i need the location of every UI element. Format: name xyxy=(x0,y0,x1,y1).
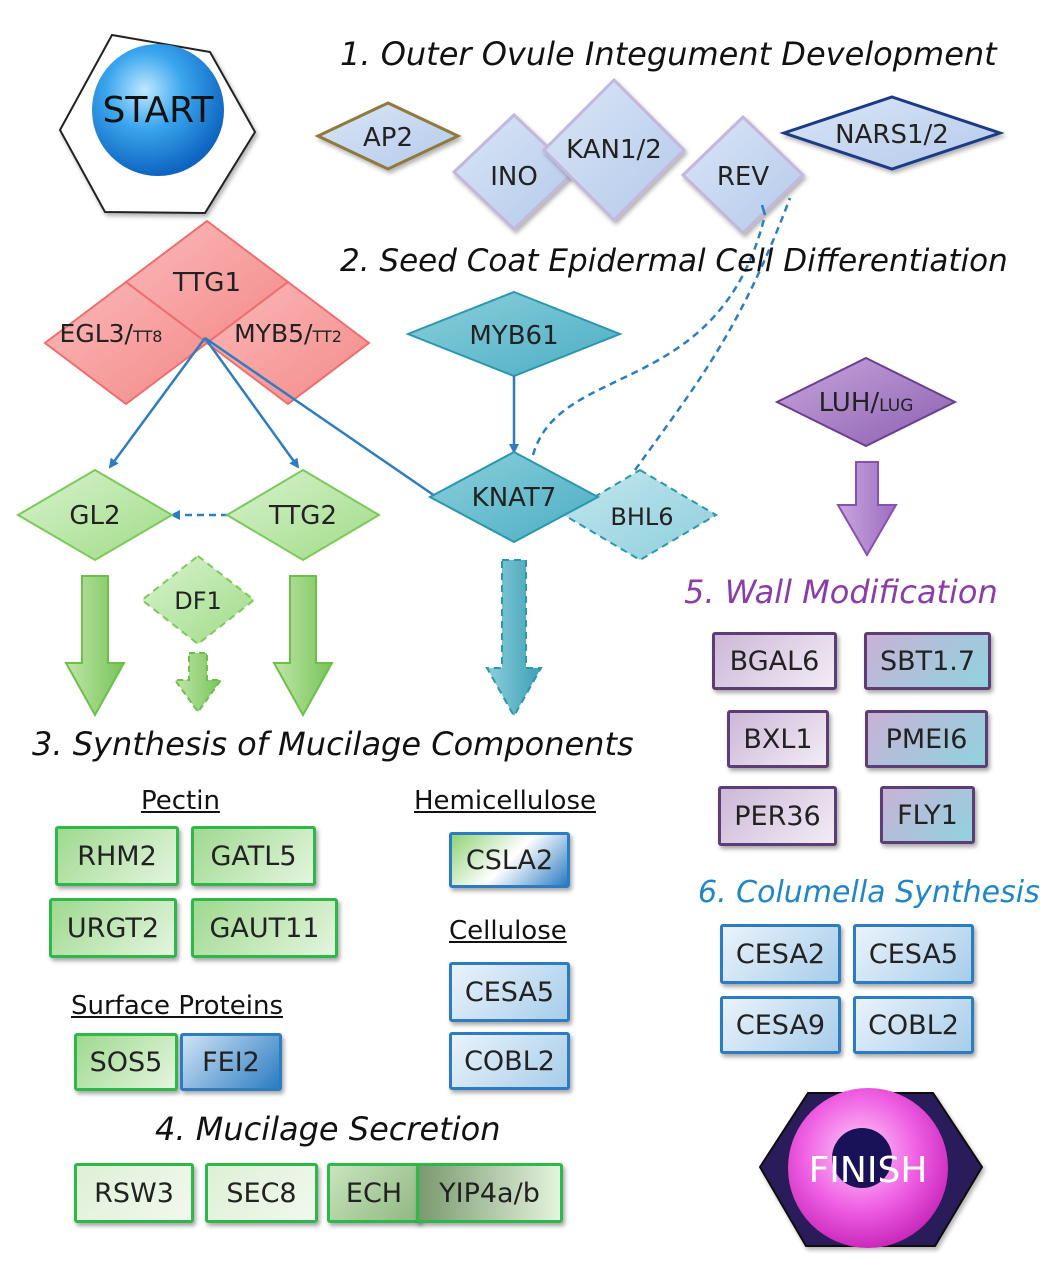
diamond-gl2: GL2 xyxy=(16,468,174,562)
svg-text:NARS1/2: NARS1/2 xyxy=(835,120,949,150)
gene-box-cesa9: CESA9 xyxy=(720,996,841,1054)
heading-seed-coat: 2. Seed Coat Epidermal Cell Differentiat… xyxy=(340,243,1008,279)
tt2-label: TT2 xyxy=(311,327,341,346)
gene-box-sbt17: SBT1.7 xyxy=(864,632,991,690)
diamond-luh: LUH/LUG xyxy=(774,356,958,448)
luh-label: LUH/ xyxy=(819,388,880,418)
diamond-knat7: KNAT7 xyxy=(427,450,601,544)
ttg1-label: TTG1 xyxy=(172,268,241,298)
svg-text:MYB5/TT2: MYB5/TT2 xyxy=(234,319,342,348)
subheading-surface-proteins: Surface Proteins xyxy=(71,991,283,1021)
diamond-ino: INO xyxy=(451,112,577,232)
diamond-ap2: AP2 xyxy=(314,101,462,171)
gene-box-ech: ECH xyxy=(327,1163,421,1223)
subheading-pectin: Pectin xyxy=(141,786,220,816)
subheading-hemicellulose: Hemicellulose xyxy=(414,786,596,816)
svg-text:LUH/LUG: LUH/LUG xyxy=(819,388,914,418)
gene-box-rhm2: RHM2 xyxy=(55,826,179,886)
gene-box-sec8: SEC8 xyxy=(205,1163,318,1223)
gene-box-bgal6: BGAL6 xyxy=(712,632,837,690)
heading-outer-ovule: 1. Outer Ovule Integument Development xyxy=(340,35,997,73)
svg-text:KNAT7: KNAT7 xyxy=(472,483,557,513)
arrow-ttg2-down xyxy=(272,575,334,718)
finish-label: FINISH xyxy=(809,1150,928,1191)
gene-box-gatl5: GATL5 xyxy=(191,826,316,886)
gene-box-rsw3: RSW3 xyxy=(74,1163,194,1223)
myb5-label: MYB5/ xyxy=(234,319,313,348)
complex-ttg1-egl3-myb5: TTG1 EGL3/TT8 MYB5/TT2 xyxy=(43,219,371,406)
tt8-label: TT8 xyxy=(132,327,162,346)
diamond-kan: KAN1/2 xyxy=(541,77,687,223)
svg-text:DF1: DF1 xyxy=(174,587,222,615)
diamond-ttg2: TTG2 xyxy=(225,468,381,562)
egl3-label: EGL3/ xyxy=(60,319,134,348)
svg-text:TTG2: TTG2 xyxy=(268,501,337,531)
diamond-myb61: MYB61 xyxy=(405,290,623,378)
lug-label: LUG xyxy=(879,396,913,416)
svg-text:AP2: AP2 xyxy=(363,123,413,153)
gene-box-yip4: YIP4a/b xyxy=(416,1163,563,1223)
heading-synthesis: 3. Synthesis of Mucilage Components xyxy=(32,725,634,763)
svg-text:GL2: GL2 xyxy=(69,501,120,531)
gene-box-urgt2: URGT2 xyxy=(49,898,177,958)
finish-node: FINISH xyxy=(758,1088,984,1248)
gene-box-per36: PER36 xyxy=(718,786,837,846)
gene-box-cobl2-cellulose: COBL2 xyxy=(449,1032,570,1090)
heading-columella: 6. Columella Synthesis xyxy=(698,875,1040,910)
arrow-gl2-down xyxy=(64,575,126,718)
gene-box-gaut11: GAUT11 xyxy=(191,898,338,958)
svg-text:KAN1/2: KAN1/2 xyxy=(566,135,662,165)
regulation-edges xyxy=(108,197,792,520)
svg-text:REV: REV xyxy=(717,162,769,192)
gene-box-cobl2-columella: COBL2 xyxy=(853,996,974,1054)
svg-text:MYB61: MYB61 xyxy=(469,321,558,351)
gene-box-cesa5-cellulose: CESA5 xyxy=(449,962,570,1022)
gene-box-csla2: CSLA2 xyxy=(449,832,570,888)
gene-box-bxl1: BXL1 xyxy=(727,710,829,768)
svg-text:BHL6: BHL6 xyxy=(610,503,673,531)
arrow-luh-down xyxy=(836,461,898,557)
svg-text:INO: INO xyxy=(490,162,538,192)
gene-box-pmei6: PMEI6 xyxy=(865,710,988,768)
svg-text:EGL3/TT8: EGL3/TT8 xyxy=(60,319,163,348)
gene-box-cesa5-columella: CESA5 xyxy=(853,924,974,984)
diamond-rev: REV xyxy=(680,114,806,236)
arrow-df1-down xyxy=(173,652,223,714)
diamond-nars: NARS1/2 xyxy=(779,95,1005,171)
gene-box-sos5: SOS5 xyxy=(74,1033,178,1091)
subheading-cellulose: Cellulose xyxy=(449,916,567,946)
heading-wall-modification: 5. Wall Modification xyxy=(684,573,998,611)
gene-box-fly1: FLY1 xyxy=(880,786,975,844)
heading-secretion: 4. Mucilage Secretion xyxy=(155,1110,501,1148)
gene-box-cesa2: CESA2 xyxy=(720,924,841,984)
gene-box-fei2: FEI2 xyxy=(180,1033,282,1091)
diamond-bhl6: BHL6 xyxy=(562,468,718,562)
start-label: START xyxy=(102,90,214,131)
arrow-knat7-down xyxy=(485,559,543,719)
start-node: START xyxy=(58,33,257,215)
diamond-df1: DF1 xyxy=(140,554,256,646)
